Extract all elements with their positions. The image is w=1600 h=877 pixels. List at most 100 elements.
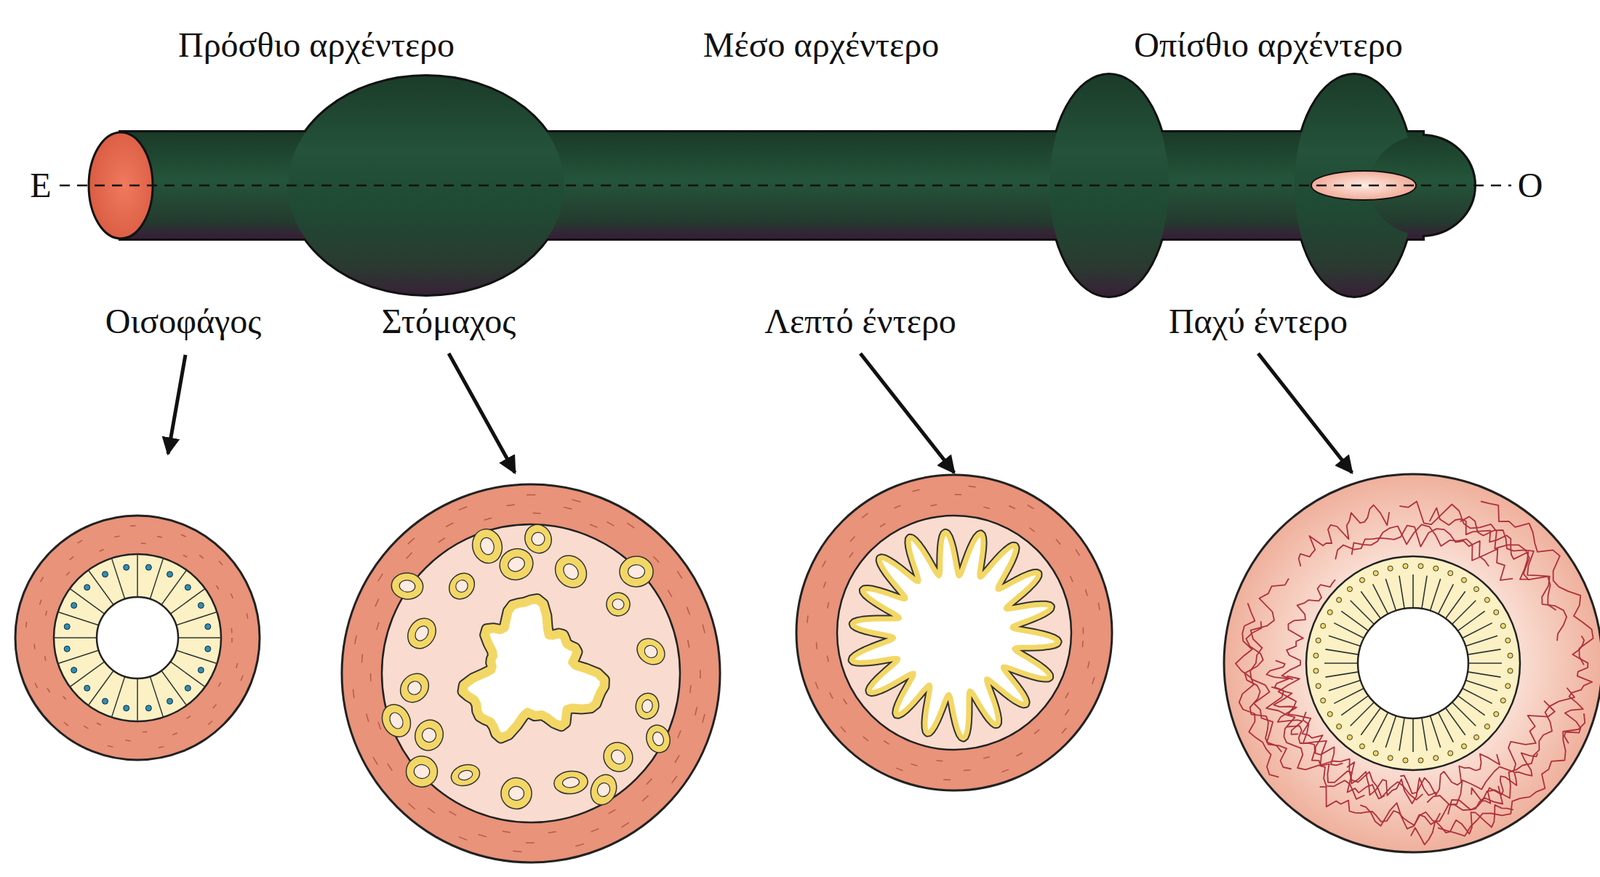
gland-dot bbox=[1315, 683, 1321, 689]
gland-dot bbox=[1484, 724, 1490, 730]
crypt bbox=[1399, 717, 1405, 751]
muscle-fibre bbox=[45, 610, 48, 616]
muscle-fibre bbox=[912, 489, 920, 492]
blood-vessel bbox=[1564, 635, 1592, 744]
crypt bbox=[1465, 635, 1498, 646]
crypt bbox=[1328, 680, 1361, 691]
muscle-fibre bbox=[1029, 528, 1035, 532]
muscle-fibre bbox=[408, 538, 415, 544]
cell-wall bbox=[176, 611, 217, 625]
muscle-fibre bbox=[230, 593, 233, 598]
gland-lumen bbox=[506, 554, 527, 574]
muscle-fibre bbox=[1034, 729, 1040, 734]
gland-dot bbox=[1387, 755, 1393, 761]
gland-dot bbox=[1346, 586, 1352, 592]
gland-dot bbox=[1373, 570, 1379, 576]
muscle-fibre bbox=[861, 513, 868, 518]
blood-vessel bbox=[1471, 752, 1538, 803]
muscle-fibre bbox=[822, 560, 827, 568]
muscle-fibre bbox=[445, 522, 454, 528]
organ-label: Οισοφάγος bbox=[105, 301, 262, 342]
muscle-fibre bbox=[130, 525, 136, 527]
muscle-fibre bbox=[829, 692, 833, 699]
gastric-gland bbox=[604, 590, 633, 619]
muscle-fibre bbox=[532, 512, 541, 515]
gland-dot bbox=[1327, 609, 1333, 615]
cell-wall bbox=[161, 670, 187, 706]
muscle-fibre bbox=[458, 506, 467, 511]
nucleus bbox=[145, 705, 152, 712]
muscle-fibre bbox=[387, 763, 392, 771]
crypt bbox=[1421, 576, 1427, 609]
gland-lumen bbox=[478, 536, 496, 556]
muscle-fibre bbox=[361, 654, 363, 664]
muscle-fibre bbox=[449, 811, 457, 816]
epithelium bbox=[53, 554, 222, 722]
cell-wall bbox=[111, 558, 125, 600]
nucleus bbox=[84, 584, 91, 591]
muscle-fibre bbox=[172, 733, 178, 736]
gland-lumen bbox=[398, 579, 416, 593]
muscle-fibre bbox=[815, 682, 819, 689]
muscle-fibre bbox=[63, 696, 67, 700]
cell-wall bbox=[69, 588, 105, 614]
muscle-fibre bbox=[216, 585, 219, 590]
muscle-fibre bbox=[96, 722, 102, 726]
axis-label: Ο bbox=[1514, 165, 1547, 206]
archenteron-tube bbox=[59, 74, 1512, 296]
gland-dot bbox=[1387, 565, 1393, 571]
muscle-fibre bbox=[125, 739, 131, 742]
cell-wall bbox=[69, 661, 105, 688]
gastric-gland bbox=[402, 613, 442, 654]
region-label: Πρόσθιο αρχέντερο bbox=[178, 24, 455, 65]
muscle-fibre bbox=[1082, 627, 1085, 635]
muscle-fibre bbox=[181, 534, 187, 537]
crypt bbox=[1333, 623, 1364, 639]
muscle-fibre bbox=[1056, 539, 1061, 545]
muscle-layer bbox=[15, 515, 260, 760]
organ-label: Παχύ έντερο bbox=[1168, 301, 1348, 342]
leader-arrow bbox=[168, 354, 186, 454]
crypt bbox=[1385, 715, 1396, 748]
muscle-fibre bbox=[34, 644, 36, 650]
gastric-gland bbox=[633, 690, 662, 721]
gland-dot bbox=[1373, 750, 1379, 756]
gland-dot bbox=[1313, 653, 1319, 659]
cell-wall bbox=[111, 676, 125, 718]
nucleus bbox=[102, 571, 109, 578]
muscle-fibre bbox=[107, 745, 113, 747]
large-intestine-section bbox=[1224, 474, 1600, 853]
muscle-fibre bbox=[850, 536, 855, 542]
muscle-fibre bbox=[512, 850, 522, 852]
muscle-fibre bbox=[378, 722, 382, 730]
cell-wall bbox=[149, 676, 163, 718]
nucleus bbox=[71, 666, 78, 673]
gastric-mucosa bbox=[463, 599, 605, 739]
muscle-fibre bbox=[894, 505, 902, 509]
wall bbox=[1224, 474, 1600, 853]
gland-lumen bbox=[610, 597, 625, 611]
muscle-layer bbox=[796, 474, 1112, 791]
crypt bbox=[1373, 584, 1389, 614]
gland-lumen bbox=[420, 726, 439, 745]
blood-vessel bbox=[1320, 786, 1441, 826]
crypt bbox=[1373, 712, 1389, 743]
muscle-fibre bbox=[218, 682, 221, 687]
muscle-fibre bbox=[695, 706, 698, 715]
muscle-fibre bbox=[438, 538, 446, 543]
muscle-fibre bbox=[626, 522, 635, 528]
nucleus bbox=[205, 624, 211, 630]
muscle-fibre bbox=[375, 599, 379, 608]
muscle-fibre bbox=[672, 776, 678, 784]
gland-dot bbox=[1418, 563, 1424, 569]
gland-lumen bbox=[453, 577, 470, 595]
crypt bbox=[1465, 680, 1498, 691]
nucleus bbox=[166, 571, 173, 578]
crypt bbox=[1429, 578, 1440, 611]
nucleus bbox=[166, 698, 173, 704]
gland-lumen bbox=[560, 560, 582, 582]
cell-wall bbox=[53, 637, 97, 639]
muscle-fibre bbox=[880, 523, 886, 528]
muscle-fibre bbox=[816, 642, 818, 649]
